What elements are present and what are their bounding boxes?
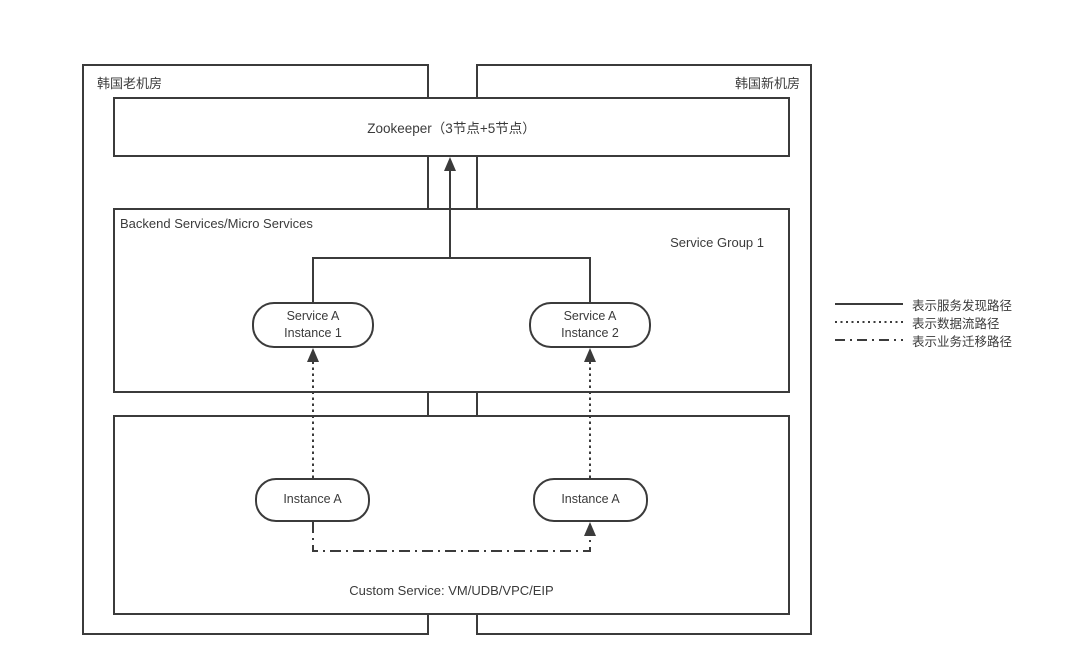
node-label: Instance A	[561, 492, 620, 507]
legend-item-service-discovery: 表示服务发现路径	[835, 295, 1012, 313]
old-datacenter-label: 韩国老机房	[97, 76, 163, 91]
zookeeper-label: Zookeeper（3节点+5节点）	[367, 121, 536, 136]
legend-label: 表示业务迁移路径	[912, 334, 1013, 349]
node-instance-a-right: Instance A	[533, 478, 648, 522]
zookeeper-box: Zookeeper（3节点+5节点）	[113, 97, 790, 157]
node-label-line1: Service A	[286, 308, 340, 323]
service-discovery-arrowhead	[444, 157, 456, 171]
solid-line-icon	[835, 303, 903, 305]
custom-service-box: Custom Service: VM/UDB/VPC/EIP	[113, 415, 790, 615]
backend-services-box: Backend Services/Micro Services Service …	[113, 208, 790, 393]
legend-item-data-flow: 表示数据流路径	[835, 313, 1012, 331]
node-label-line2: Instance 2	[561, 326, 619, 340]
custom-service-label: Custom Service: VM/UDB/VPC/EIP	[349, 583, 554, 598]
dotted-line-icon	[835, 321, 903, 323]
node-label-line1: Service A	[563, 308, 617, 323]
backend-services-label: Backend Services/Micro Services	[120, 216, 313, 231]
legend-label: 表示服务发现路径	[912, 298, 1013, 313]
dash-dot-line-icon	[835, 339, 903, 341]
node-label: Instance A	[283, 492, 342, 507]
node-service-a-instance-2: Service A Instance 2	[529, 302, 651, 348]
node-label-line2: Instance 1	[284, 326, 342, 340]
node-service-a-instance-1: Service A Instance 1	[252, 302, 374, 348]
service-group-label: Service Group 1	[670, 235, 764, 250]
legend-label: 表示数据流路径	[912, 316, 1000, 331]
legend-item-migration: 表示业务迁移路径	[835, 331, 1012, 349]
new-datacenter-label: 韩国新机房	[734, 76, 800, 91]
legend: 表示服务发现路径 表示数据流路径 表示业务迁移路径	[835, 295, 1012, 349]
node-instance-a-left: Instance A	[255, 478, 370, 522]
